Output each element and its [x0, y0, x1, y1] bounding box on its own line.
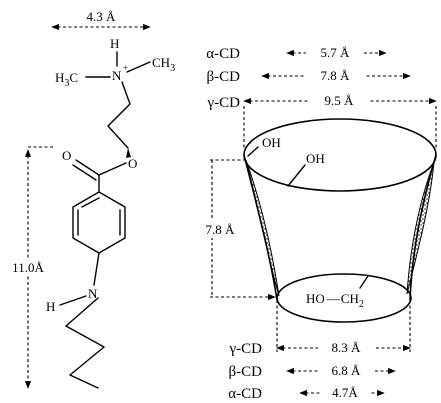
atom-h-amine: H [46, 299, 55, 314]
benzene-inner-3 [81, 197, 100, 208]
butyl-chain [65, 297, 105, 389]
length-label-bg [8, 258, 48, 276]
top-rim-gamma-value: 9.5 Å [325, 93, 355, 108]
oh-left-bond [247, 146, 259, 157]
length-dimension-label: 11.0Å [12, 260, 44, 275]
bottom-rim-gamma-bg [318, 339, 374, 355]
cyclodextrin: α-CD 5.7 Å β-CD 7.8 Å γ-CD 9.5 Å OH OH [199, 44, 437, 402]
top-rim-gamma-bg [310, 92, 368, 108]
bond-c-o-double-1 [75, 159, 100, 176]
atom-o-carbonyl: O [62, 148, 71, 163]
top-rim-alpha-name: α-CD [206, 46, 240, 62]
bottom-rim-alpha-value: 4.7Å [332, 385, 358, 400]
bottom-rim-beta-value: 6.8 Å [332, 363, 362, 378]
atom-ch3-right: CH3 [152, 55, 175, 74]
bottom-rim-beta-bg [318, 362, 374, 378]
oh-right-label: OH [306, 151, 325, 166]
top-rim-gamma-name: γ-CD [207, 95, 241, 111]
bond-n-h-amine [59, 295, 87, 306]
bond-n-ch3 [126, 61, 151, 73]
top-rim-beta-bg [306, 67, 364, 83]
atom-o-ester: O [128, 156, 137, 171]
wall-stipple-right [406, 161, 435, 295]
bottom-rim-alpha-name: α-CD [228, 386, 262, 402]
atom-h-top: H [110, 36, 119, 51]
bond-c-o [98, 162, 127, 176]
ch2-bond [359, 275, 369, 289]
charge-plus: + [123, 63, 128, 73]
bond-c-o-double-2 [72, 164, 97, 181]
chain-bonds [107, 81, 131, 149]
atom-h3c-left: H3C [55, 70, 78, 89]
top-rim-alpha-bg [306, 44, 364, 60]
bottom-rim-gamma-value: 8.3 Å [332, 340, 362, 355]
top-rim-alpha-value: 5.7 Å [321, 45, 351, 60]
width-dimension-label: 4.3 Å [87, 9, 117, 24]
cd-top-rim [243, 118, 437, 192]
bottom-rim-alpha-bg [320, 384, 370, 400]
bottom-rim-beta-name: β-CD [229, 364, 263, 380]
bottom-rim-gamma-name: γ-CD [229, 341, 263, 357]
height-label-bg [199, 220, 241, 238]
top-rim-beta-name: β-CD [207, 69, 241, 85]
cd-bottom-rim [276, 273, 412, 323]
cd-left-wall [243, 154, 278, 301]
benzene-ring [72, 191, 126, 254]
atom-n-plus: N [112, 68, 122, 83]
height-dimension-label: 7.8 Å [206, 222, 236, 237]
atom-n-amine: N [88, 286, 98, 301]
bond-ring-n [93, 252, 100, 286]
oh-left-label: OH [262, 135, 281, 150]
wedge-bond [126, 148, 131, 158]
oh-right-bond [287, 164, 306, 187]
cd-right-wall [409, 154, 437, 301]
top-rim-beta-value: 7.8 Å [321, 68, 351, 83]
molecule: 4.3 Å H N + CH3 H3C O O N H [8, 9, 175, 389]
ho-ch2-label: HO—CH2 [306, 291, 364, 310]
